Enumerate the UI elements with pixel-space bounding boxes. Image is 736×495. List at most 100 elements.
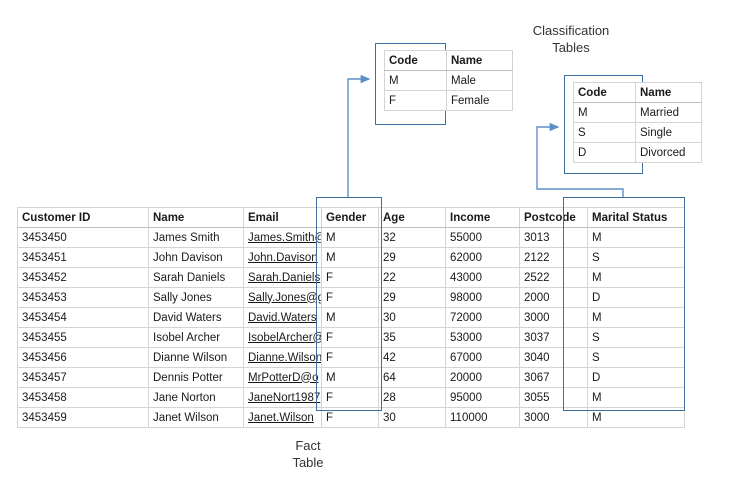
- cell-email[interactable]: IsobelArcher@: [243, 327, 322, 348]
- cell-gender: M: [321, 247, 379, 268]
- cell-customer-id: 3453456: [17, 347, 149, 368]
- cell-age: 64: [378, 367, 446, 388]
- cell-code: F: [384, 90, 447, 111]
- cell-gender: M: [321, 307, 379, 328]
- column-header-code: Code: [384, 50, 447, 71]
- fact-table: Customer ID Name Email Gender Age Income…: [17, 207, 685, 428]
- cell-customer-id: 3453459: [17, 407, 149, 428]
- cell-postcode: 3000: [519, 407, 588, 428]
- cell-name: Dianne Wilson: [148, 347, 244, 368]
- cell-name: Female: [446, 90, 513, 111]
- cell-email[interactable]: James.Smith@: [243, 227, 322, 248]
- cell-customer-id: 3453453: [17, 287, 149, 308]
- column-header-email: Email: [243, 207, 322, 228]
- cell-customer-id: 3453454: [17, 307, 149, 328]
- cell-name: Dennis Potter: [148, 367, 244, 388]
- cell-email[interactable]: Dianne.Wilson: [243, 347, 322, 368]
- cell-marital-status: D: [587, 367, 685, 388]
- cell-code: M: [384, 70, 447, 91]
- cell-name: James Smith: [148, 227, 244, 248]
- table-row: M Male: [384, 70, 513, 91]
- table-header-row: Code Name: [573, 82, 702, 103]
- cell-income: 98000: [445, 287, 520, 308]
- cell-gender: F: [321, 327, 379, 348]
- cell-gender: F: [321, 267, 379, 288]
- cell-income: 43000: [445, 267, 520, 288]
- cell-name: Jane Norton: [148, 387, 244, 408]
- cell-gender: F: [321, 387, 379, 408]
- table-row: M Married: [573, 102, 702, 123]
- cell-age: 32: [378, 227, 446, 248]
- cell-name: Sally Jones: [148, 287, 244, 308]
- table-row: S Single: [573, 122, 702, 143]
- cell-postcode: 2122: [519, 247, 588, 268]
- cell-email[interactable]: John.Davison: [243, 247, 322, 268]
- column-header-code: Code: [573, 82, 636, 103]
- cell-customer-id: 3453455: [17, 327, 149, 348]
- cell-postcode: 3055: [519, 387, 588, 408]
- cell-email[interactable]: David.Waters: [243, 307, 322, 328]
- column-header-marital-status: Marital Status: [587, 207, 685, 228]
- cell-marital-status: M: [587, 307, 685, 328]
- cell-postcode: 3000: [519, 307, 588, 328]
- cell-email[interactable]: MrPotterD@o: [243, 367, 322, 388]
- cell-age: 29: [378, 247, 446, 268]
- cell-income: 55000: [445, 227, 520, 248]
- table-header-row: Customer ID Name Email Gender Age Income…: [17, 207, 685, 228]
- cell-postcode: 3037: [519, 327, 588, 348]
- cell-email[interactable]: JaneNort1987: [243, 387, 322, 408]
- gender-lookup-table: Code Name M Male F Female: [384, 50, 513, 111]
- cell-customer-id: 3453458: [17, 387, 149, 408]
- cell-email[interactable]: Janet.Wilson: [243, 407, 322, 428]
- cell-income: 62000: [445, 247, 520, 268]
- cell-email[interactable]: Sally.Jones@g: [243, 287, 322, 308]
- cell-marital-status: S: [587, 247, 685, 268]
- fact-table-label: Fact Table: [292, 438, 324, 470]
- cell-age: 30: [378, 407, 446, 428]
- column-header-customer-id: Customer ID: [17, 207, 149, 228]
- connector-marital: [536, 122, 624, 197]
- cell-gender: M: [321, 367, 379, 388]
- cell-postcode: 3067: [519, 367, 588, 388]
- cell-name: Single: [635, 122, 702, 143]
- cell-email[interactable]: Sarah.Daniels: [243, 267, 322, 288]
- cell-age: 29: [378, 287, 446, 308]
- cell-age: 42: [378, 347, 446, 368]
- classification-tables-label: Classification Tables: [532, 23, 610, 55]
- cell-customer-id: 3453450: [17, 227, 149, 248]
- cell-age: 30: [378, 307, 446, 328]
- cell-marital-status: S: [587, 347, 685, 368]
- cell-name: Isobel Archer: [148, 327, 244, 348]
- cell-name: David Waters: [148, 307, 244, 328]
- table-row: D Divorced: [573, 142, 702, 163]
- cell-name: Janet Wilson: [148, 407, 244, 428]
- cell-postcode: 2522: [519, 267, 588, 288]
- cell-customer-id: 3453452: [17, 267, 149, 288]
- cell-code: D: [573, 142, 636, 163]
- cell-income: 67000: [445, 347, 520, 368]
- cell-marital-status: M: [587, 387, 685, 408]
- column-header-name: Name: [148, 207, 244, 228]
- cell-marital-status: D: [587, 287, 685, 308]
- cell-age: 28: [378, 387, 446, 408]
- column-header-age: Age: [378, 207, 446, 228]
- cell-marital-status: M: [587, 267, 685, 288]
- cell-code: M: [573, 102, 636, 123]
- table-row: F Female: [384, 90, 513, 111]
- column-header-gender: Gender: [321, 207, 379, 228]
- cell-income: 72000: [445, 307, 520, 328]
- marital-lookup-table: Code Name M Married S Single D Divorced: [573, 82, 702, 163]
- cell-postcode: 3013: [519, 227, 588, 248]
- cell-name: Divorced: [635, 142, 702, 163]
- cell-name: Male: [446, 70, 513, 91]
- cell-age: 35: [378, 327, 446, 348]
- cell-name: John Davison: [148, 247, 244, 268]
